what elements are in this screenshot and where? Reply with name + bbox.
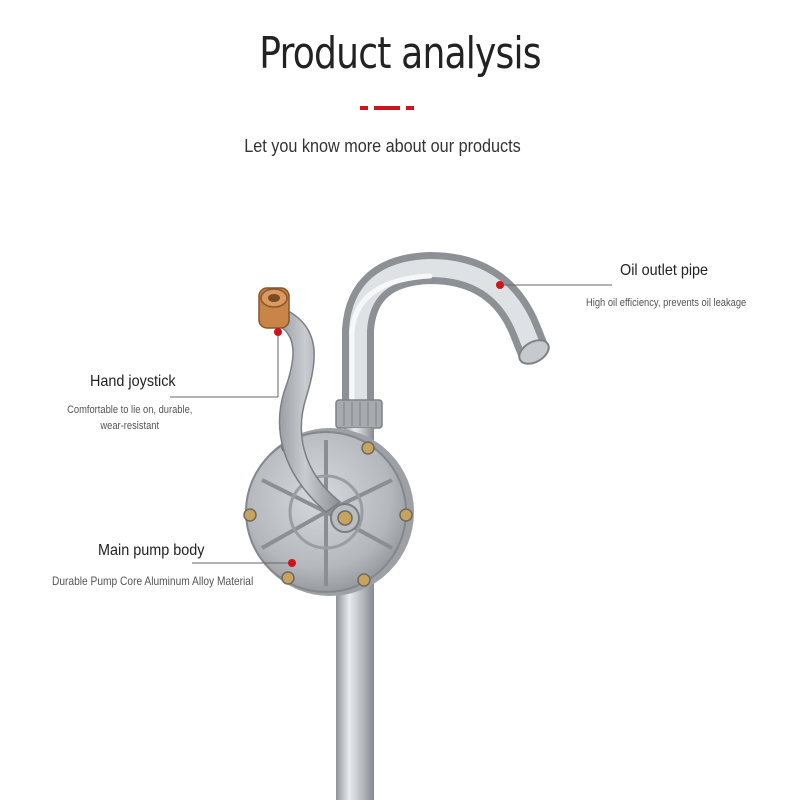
outlet-nozzle [518, 339, 550, 365]
joystick-marker [274, 328, 282, 336]
suction-tube [336, 575, 374, 800]
body-title: Main pump body [98, 542, 205, 559]
outlet-marker [496, 281, 504, 289]
outlet-desc: High oil efficiency, prevents oil leakag… [586, 297, 747, 309]
body-desc: Durable Pump Core Aluminum Alloy Materia… [52, 574, 254, 588]
outlet-title: Oil outlet pipe [620, 262, 709, 279]
joystick-desc-line1: Comfortable to lie on, durable, [67, 404, 193, 416]
joystick-title: Hand joystick [90, 373, 176, 390]
threaded-collar [335, 399, 383, 429]
page-title: Product analysis [259, 28, 541, 79]
joystick-desc-line2: wear-resistant [100, 420, 160, 432]
body-marker [288, 559, 296, 567]
hand-joystick [267, 311, 342, 513]
page-subtitle: Let you know more about our products [244, 136, 521, 156]
